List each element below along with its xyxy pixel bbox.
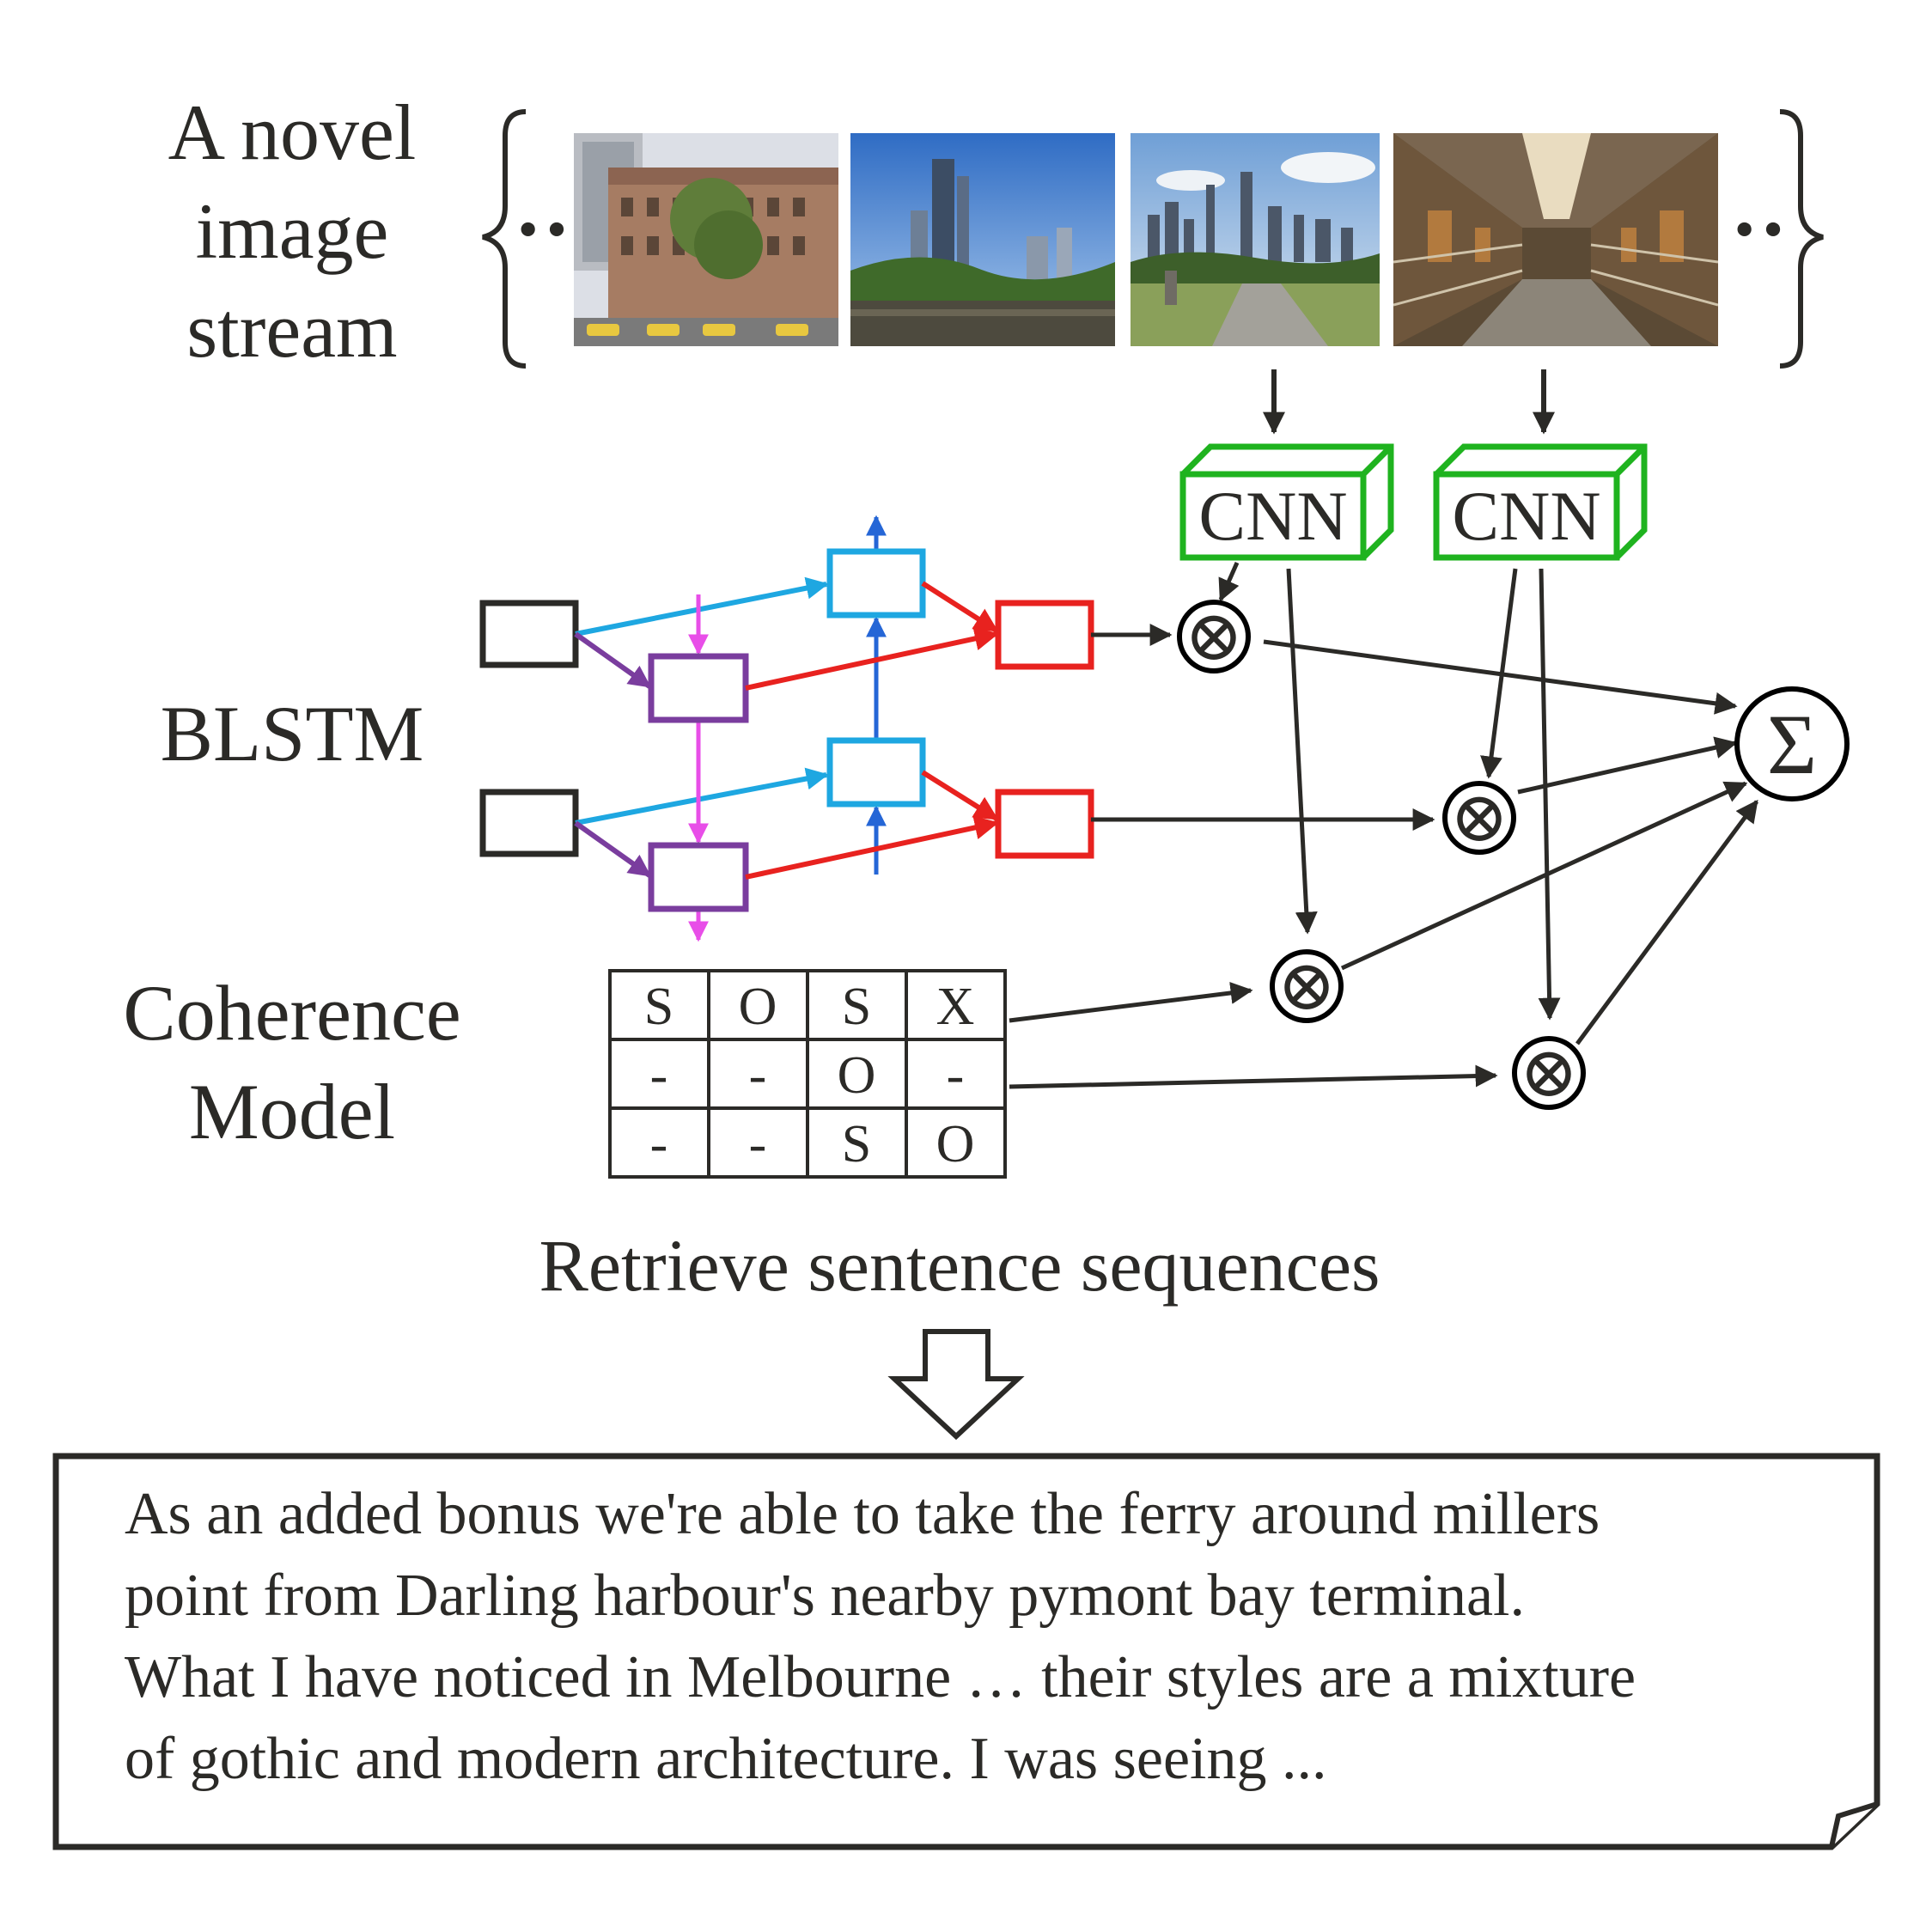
retrieve-hollow-down-arrow <box>887 1329 1025 1441</box>
blstm-label: BLSTM <box>161 690 424 777</box>
output-box-folded-corner <box>1829 1801 1878 1848</box>
grid-cell: - <box>650 1115 668 1173</box>
stream-photo-heritage-buildings <box>574 133 838 346</box>
forward-hidden-box-2 <box>826 737 926 808</box>
input-box-2 <box>479 789 579 857</box>
grid-row2-to-mult4-arrow <box>1009 1064 1498 1089</box>
output-line: point from Darling harbour's nearby pymo… <box>125 1563 1525 1629</box>
mult1-to-sum-arrow <box>1263 639 1738 715</box>
mult4-to-sum-arrow <box>1575 799 1759 1045</box>
grid-cell: S <box>842 1115 871 1173</box>
output-line: What I have noticed in Melbourne … their… <box>125 1644 1636 1710</box>
sum-symbol: Σ <box>1767 697 1817 792</box>
forward-hidden-box-1 <box>826 548 926 619</box>
multiply-node-3: ⊗ <box>1270 947 1344 1025</box>
stream-ellipsis-left: ·· <box>514 181 571 277</box>
input2-to-backward2-arrow <box>574 820 652 878</box>
output-line: As an added bonus we're able to take the… <box>125 1481 1600 1547</box>
multiply-symbol: ⊗ <box>1520 1033 1579 1112</box>
backward-hidden-box-1 <box>648 653 749 723</box>
right-brace <box>1779 109 1824 369</box>
cnn1-to-mult3-arrow <box>1286 568 1318 935</box>
cnn-label-2: CNN <box>1452 477 1600 555</box>
cnn-block-2 <box>1433 443 1648 561</box>
stream-label-line1: A novel <box>168 88 417 176</box>
grid-cell: S <box>644 978 673 1036</box>
backward2-to-output2-arrow <box>745 815 999 880</box>
grid-cell: S <box>842 978 871 1036</box>
left-brace <box>482 109 527 369</box>
multiply-node-1: ⊗ <box>1177 597 1251 675</box>
sum-node: Σ <box>1734 686 1850 801</box>
grid-cell: - <box>650 1046 668 1105</box>
output-sentence-text: As an added bonus we're able to take the… <box>125 1473 1886 1800</box>
cnn-block-1 <box>1179 443 1394 561</box>
coherence-label-line2: Model <box>189 1068 395 1155</box>
multiply-node-4: ⊗ <box>1512 1033 1586 1112</box>
stream-photo-river-skyline <box>850 133 1115 346</box>
multiply-symbol: ⊗ <box>1277 947 1337 1025</box>
output-line: of gothic and modern architecture. I was… <box>125 1726 1327 1792</box>
input-box-1 <box>479 600 579 668</box>
grid-row1-to-mult3-arrow <box>1009 981 1253 1023</box>
cnn1-to-mult1-arrow <box>1218 561 1240 602</box>
coherence-label-line1: Coherence <box>123 969 460 1057</box>
multiply-symbol: ⊗ <box>1185 597 1244 675</box>
backward1-to-output1-arrow <box>745 626 999 691</box>
retrieve-label: Retrieve sentence sequences <box>539 1224 1380 1307</box>
input1-to-backward1-arrow <box>574 631 652 689</box>
stream-label-line3: stream <box>186 286 397 374</box>
grid-cell: O <box>838 1046 876 1105</box>
grid-cell: O <box>739 978 777 1036</box>
coherence-grid <box>608 969 1007 1179</box>
cnn-label-1: CNN <box>1198 477 1347 555</box>
stream-photo-city-boulevard <box>1131 133 1380 346</box>
multiply-node-2: ⊗ <box>1442 778 1516 856</box>
forward1-to-output1-arrow <box>921 581 999 633</box>
multiply-symbol: ⊗ <box>1450 778 1509 856</box>
backward-hidden-box-2 <box>648 842 749 912</box>
stream-photo-gaol-corridor <box>1393 133 1718 346</box>
stream-ellipsis-right: ·· <box>1730 181 1788 277</box>
mult3-to-sum-arrow <box>1340 781 1748 971</box>
input2-to-forward2-arrow <box>575 767 829 826</box>
grid-cell: - <box>749 1046 767 1105</box>
output-box-2 <box>995 789 1094 859</box>
mult2-to-sum-arrow <box>1517 736 1738 795</box>
stream-label-line2: image <box>196 187 389 275</box>
grid-cell: - <box>947 1046 965 1105</box>
grid-cell: - <box>749 1115 767 1173</box>
input1-to-forward1-arrow <box>575 576 829 637</box>
output-box-1 <box>995 600 1094 670</box>
grid-cell: X <box>936 978 975 1036</box>
forward2-to-output2-arrow <box>921 770 999 821</box>
grid-cell: O <box>936 1115 975 1173</box>
cnn2-to-mult4-arrow <box>1538 568 1561 1021</box>
